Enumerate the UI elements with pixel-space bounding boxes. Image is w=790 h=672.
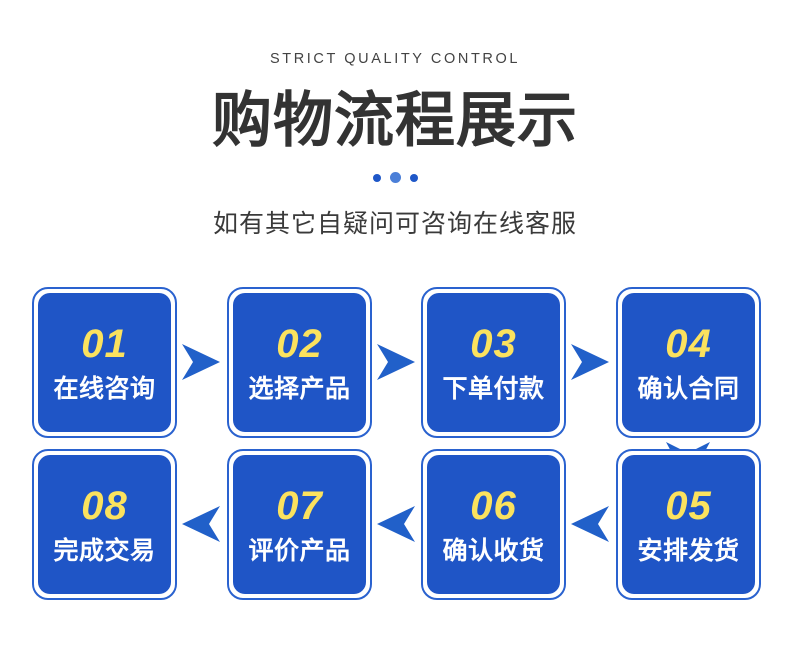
arrow-left-icon [180,504,222,544]
step-card-02[interactable]: 02 选择产品 [227,287,372,438]
step-number: 02 [276,321,323,366]
step-card-03-body: 03 下单付款 [427,293,560,432]
step-card-03[interactable]: 03 下单付款 [421,287,566,438]
eyebrow-text: STRICT QUALITY CONTROL [269,51,521,67]
dot-separator [0,172,790,184]
dot-center-icon [389,172,401,183]
step-number: 08 [81,483,128,528]
dot-left-icon [372,173,381,182]
step-label: 确认合同 [637,374,740,403]
step-card-04[interactable]: 04 确认合同 [616,287,761,438]
step-number: 07 [276,483,323,528]
dot-right-icon [409,173,418,182]
step-card-07-body: 07 评价产品 [233,455,366,594]
step-card-05-body: 05 安排发货 [622,455,755,594]
step-card-05[interactable]: 05 安排发货 [616,449,761,600]
step-label: 确认收货 [442,536,545,565]
step-card-02-body: 02 选择产品 [233,293,366,432]
step-card-08-body: 08 完成交易 [38,455,171,594]
step-number: 05 [665,483,712,528]
flow-row-bottom: 08 完成交易 07 评价产品 06 确认收货 [0,443,790,605]
flow-row-top: 01 在线咨询 02 选择产品 03 下单付款 [0,281,790,483]
step-card-06-body: 06 确认收货 [427,455,560,594]
step-label: 安排发货 [637,536,740,565]
step-card-06[interactable]: 06 确认收货 [421,449,566,600]
page-title: 购物流程展示 [212,86,578,154]
page-header: STRICT QUALITY CONTROL 购物流程展示 如有其它自疑问可咨询… [0,0,790,240]
step-card-01-body: 01 在线咨询 [38,293,171,432]
arrow-left-icon [569,504,611,544]
step-number: 04 [665,321,712,366]
step-card-01[interactable]: 01 在线咨询 [32,287,177,438]
step-label: 下单付款 [442,374,545,403]
step-number: 01 [81,321,128,366]
arrow-right-icon [569,342,611,382]
process-flow: 01 在线咨询 02 选择产品 03 下单付款 [0,281,790,605]
step-label: 选择产品 [248,374,351,403]
arrow-right-icon [180,342,222,382]
step-label: 评价产品 [248,536,351,565]
step-number: 06 [470,483,517,528]
step-label: 完成交易 [53,536,156,565]
step-card-07[interactable]: 07 评价产品 [227,449,372,600]
arrow-left-icon [375,504,417,544]
step-card-08[interactable]: 08 完成交易 [32,449,177,600]
step-card-04-body: 04 确认合同 [622,293,755,432]
page-subtitle: 如有其它自疑问可咨询在线客服 [212,209,577,238]
step-number: 03 [470,321,517,366]
step-label: 在线咨询 [53,374,156,403]
arrow-right-icon [375,342,417,382]
